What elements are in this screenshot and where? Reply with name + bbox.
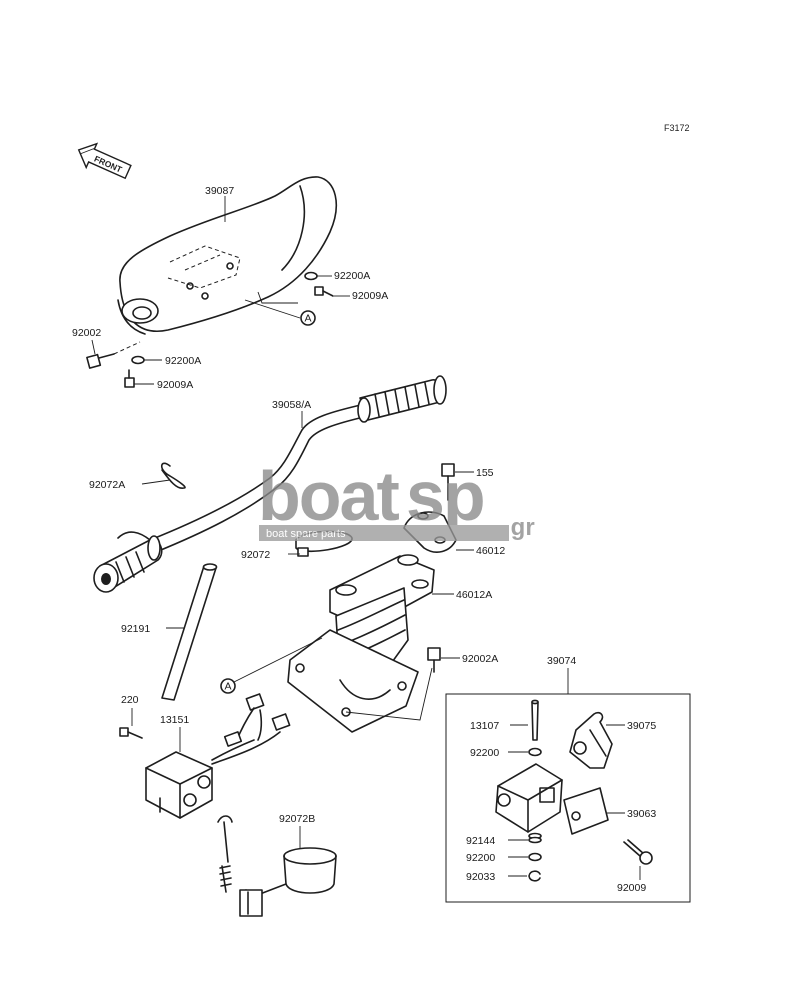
part-label-92009A-top: 92009A <box>352 290 388 302</box>
part-label-46012A: 46012A <box>456 589 492 601</box>
spring-92144 <box>528 832 542 844</box>
callout-a-bottom-letter: A <box>225 681 232 693</box>
part-label-92002A: 92002A <box>462 653 498 665</box>
washer-92200A-left <box>131 355 145 365</box>
washer-92200-b <box>528 852 542 862</box>
part-label-92009: 92009 <box>617 882 646 894</box>
washer-92200-a <box>528 747 542 757</box>
stop-switch-13151 <box>145 693 291 819</box>
part-label-39087: 39087 <box>205 185 234 197</box>
part-label-39063: 39063 <box>627 808 656 820</box>
part-label-92072A: 92072A <box>89 479 125 491</box>
part-label-92191: 92191 <box>121 623 150 635</box>
clip-92072A <box>160 462 186 489</box>
tube-92191 <box>161 563 218 701</box>
lever-39075 <box>569 711 613 769</box>
watermark-suffix: .gr <box>504 514 535 541</box>
handlebar-holder-46012A <box>287 554 435 733</box>
callout-a-top <box>300 310 316 326</box>
circlip-92033 <box>528 870 541 882</box>
front-arrow-icon: FRONT <box>77 142 132 180</box>
part-label-92200-a: 92200 <box>470 747 499 759</box>
handlebar-cover-39087 <box>117 176 338 335</box>
watermark-brand-main: boat <box>258 457 399 535</box>
throttle-case-body <box>495 763 563 833</box>
bolt-92009A-top <box>314 286 334 297</box>
part-label-92002: 92002 <box>72 327 101 339</box>
part-label-220: 220 <box>121 694 139 706</box>
part-label-46012: 46012 <box>476 545 505 557</box>
handlebar-39058A <box>93 375 447 593</box>
bolt-92002 <box>86 353 115 369</box>
right-grip <box>357 375 447 423</box>
bolt-92002A <box>427 647 441 673</box>
figure-code: F3172 <box>664 123 690 133</box>
bracket-92072B <box>217 815 337 917</box>
part-label-92144: 92144 <box>466 835 495 847</box>
screw-220 <box>119 727 143 739</box>
bolt-155 <box>441 463 455 501</box>
part-label-39058A: 39058/A <box>272 399 311 411</box>
callout-a-top-letter: A <box>305 313 312 325</box>
washer-92200A-top <box>304 271 318 281</box>
watermark-brand-accent: sp <box>406 457 484 535</box>
part-label-92072B: 92072B <box>279 813 315 825</box>
screw-92009 <box>623 839 653 865</box>
part-label-92200-b: 92200 <box>466 852 495 864</box>
part-label-13151: 13151 <box>160 714 189 726</box>
part-label-92200A-left: 92200A <box>165 355 201 367</box>
part-label-92072: 92072 <box>241 549 270 561</box>
group-box-39074 <box>445 693 691 903</box>
part-label-39075: 39075 <box>627 720 656 732</box>
pin-13107 <box>531 699 539 741</box>
cover-39063 <box>563 787 609 835</box>
part-label-39074: 39074 <box>547 655 576 667</box>
part-label-92200A-top: 92200A <box>334 270 370 282</box>
part-label-92009A-left: 92009A <box>157 379 193 391</box>
left-grip <box>93 535 163 593</box>
watermark-tagline: boat spare parts <box>266 528 346 540</box>
part-label-155: 155 <box>476 467 494 479</box>
bolt-92009A-left <box>124 369 135 388</box>
part-label-92033: 92033 <box>466 871 495 883</box>
callout-a-bottom <box>220 678 236 694</box>
part-label-13107: 13107 <box>470 720 499 732</box>
watermark-logo: boat sp .gr boat spare parts <box>258 457 535 541</box>
